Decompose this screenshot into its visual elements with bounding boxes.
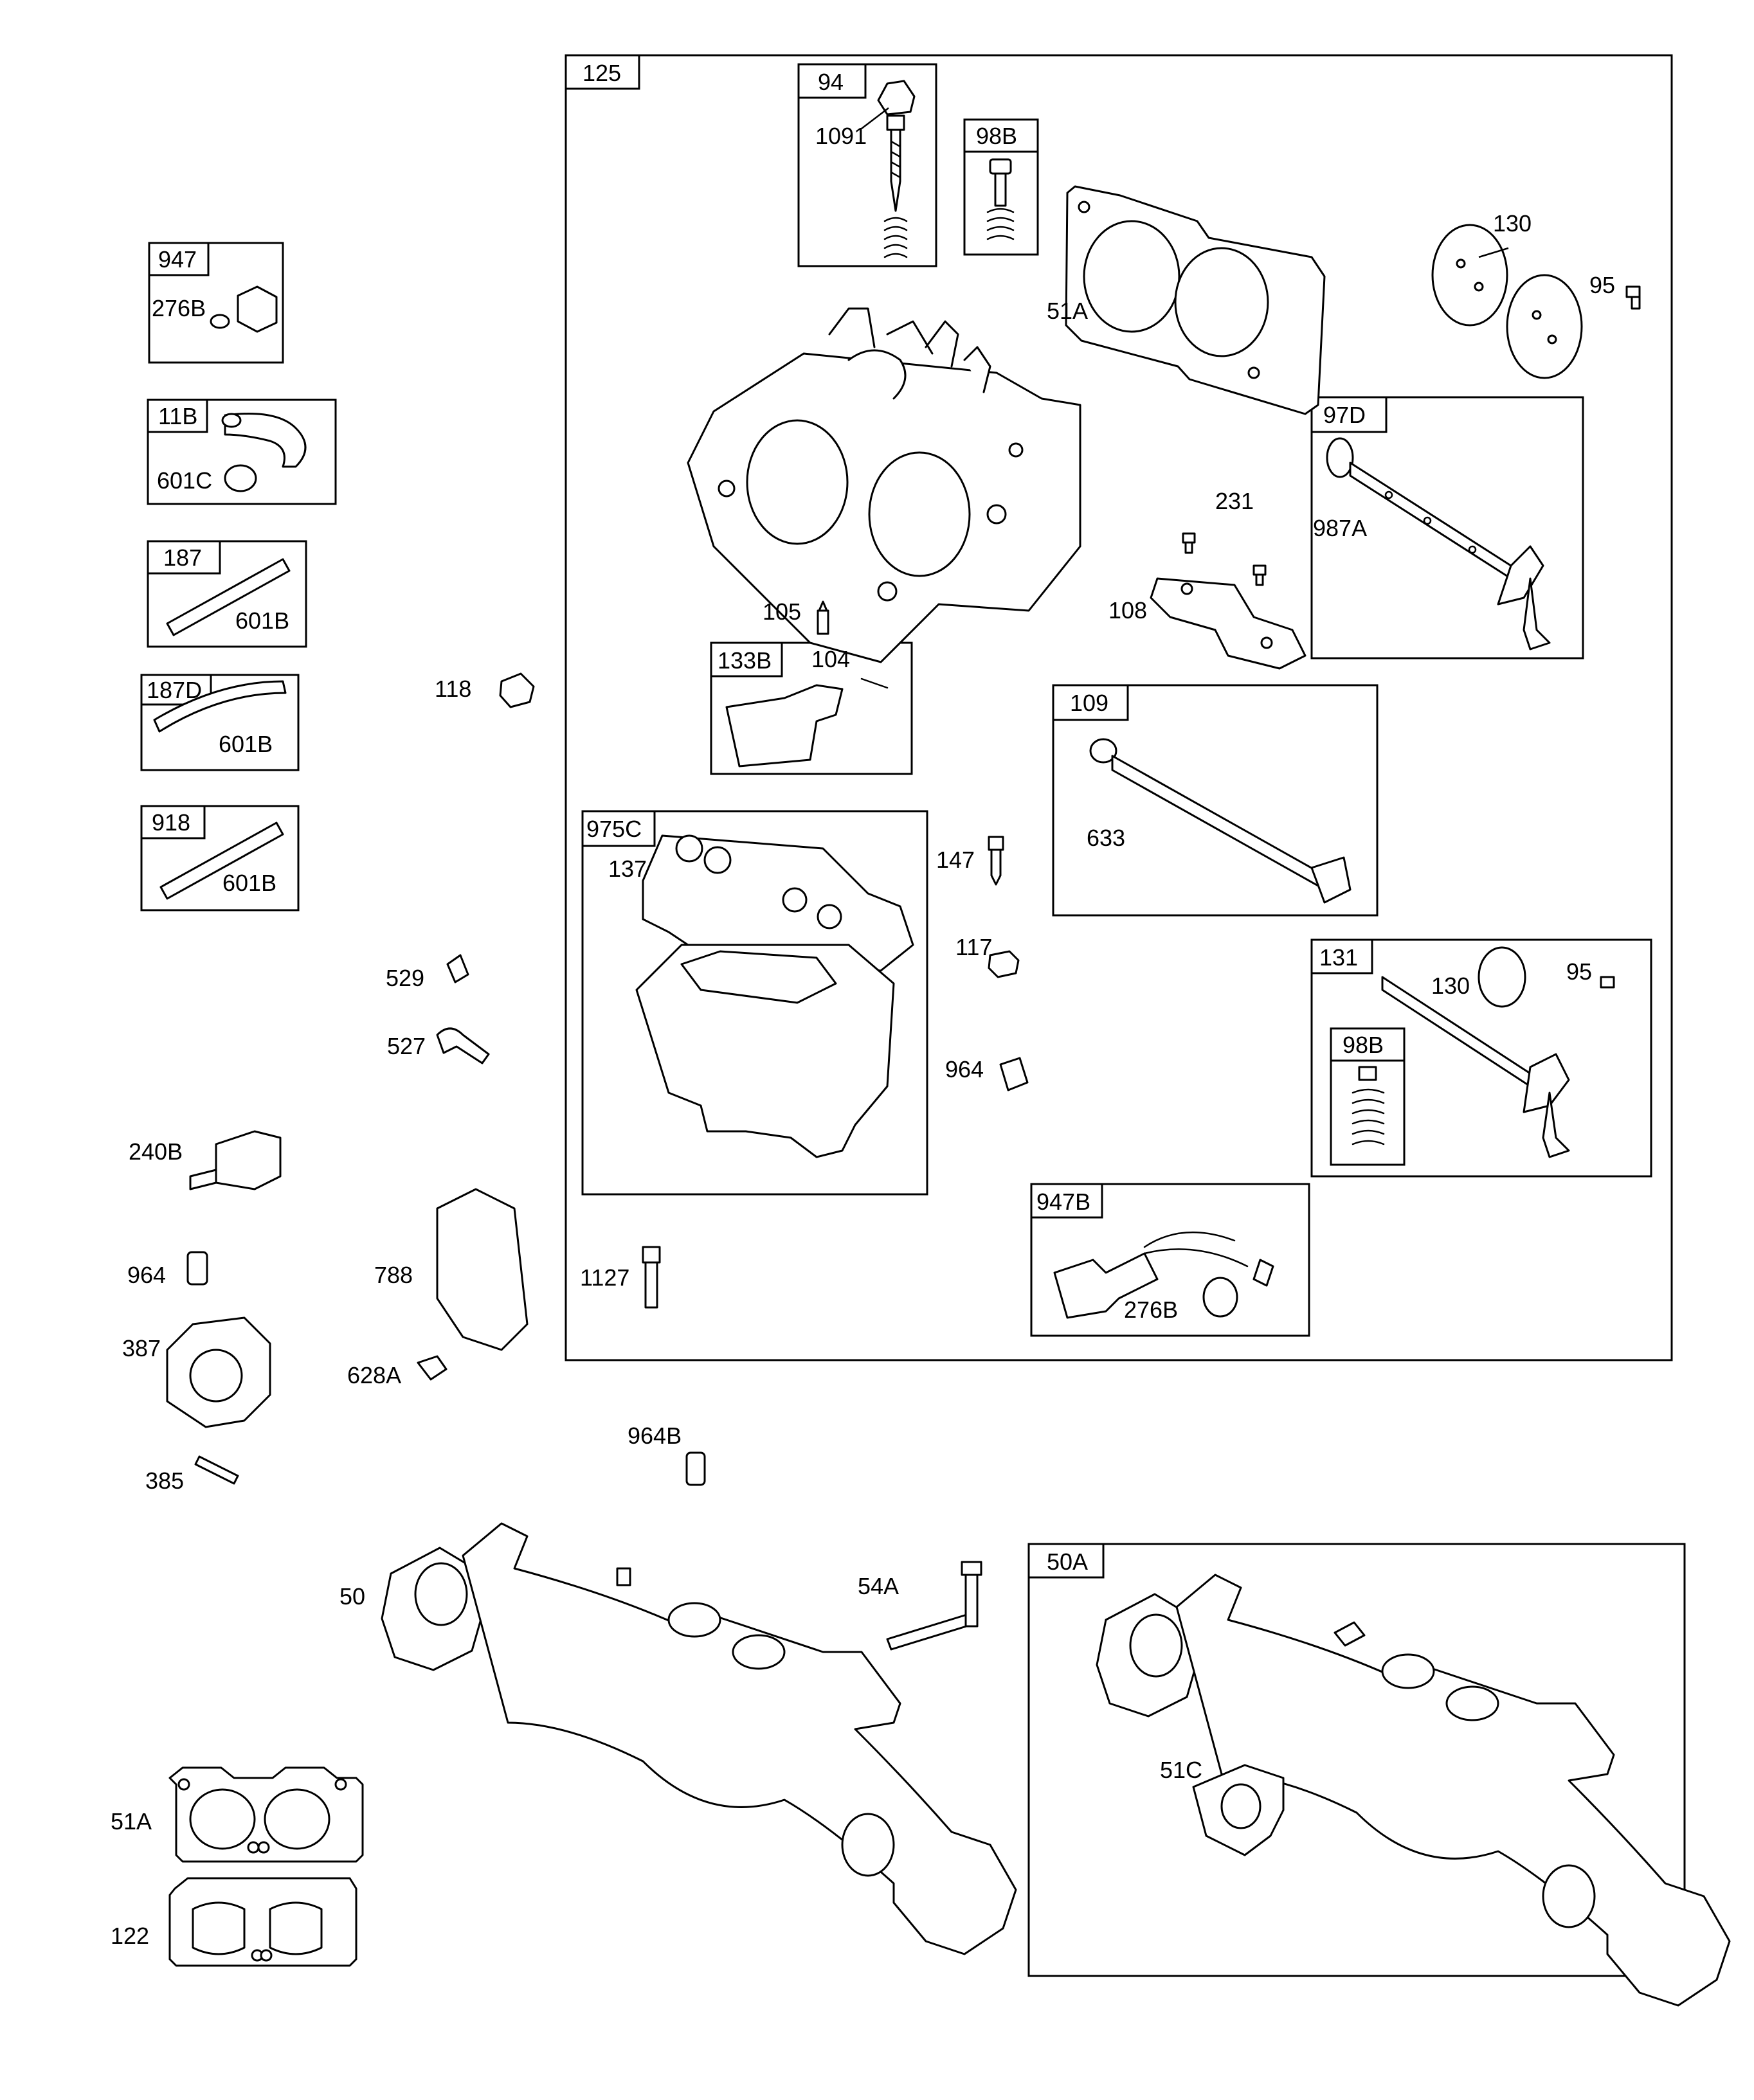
box-tag: 98B xyxy=(1343,1032,1384,1058)
box-98b-inner: 98B xyxy=(1330,1027,1406,1166)
callout-label: 964 xyxy=(945,1056,984,1082)
gasket-51a-bottom-drawing xyxy=(168,1766,364,1863)
callout-label: 601B xyxy=(235,607,289,634)
intake-manifold-50-drawing xyxy=(381,1522,1017,1955)
box-98b-top: 98B xyxy=(963,118,1039,256)
box-tag: 947 xyxy=(158,246,197,273)
box-tag: 131 xyxy=(1319,944,1358,971)
box-50a: 50A xyxy=(1027,1543,1686,1977)
box-tag: 98B xyxy=(976,123,1017,149)
callout-label: 54A xyxy=(858,1573,899,1599)
callout-label: 51A xyxy=(1047,298,1088,324)
callout-label: 276B xyxy=(152,295,206,321)
callout-label: 147 xyxy=(936,847,975,873)
callout-label: 130 xyxy=(1493,210,1532,237)
callout-label: 964 xyxy=(127,1262,166,1288)
box-97d: 97D xyxy=(1310,396,1584,660)
callout-label: 240B xyxy=(129,1138,183,1165)
callout-label: 137 xyxy=(608,856,647,882)
box-131: 131 xyxy=(1310,938,1652,1178)
callout-label: 1091 xyxy=(815,123,867,149)
gasket-122-drawing xyxy=(168,1877,357,1967)
box-187d: 187D xyxy=(140,674,300,771)
callout-label: 1127 xyxy=(580,1264,629,1291)
intake-manifold-50a-drawing xyxy=(1096,1574,1731,2007)
bracket-108-drawing xyxy=(1150,532,1306,670)
throttle-plate-top-drawing xyxy=(1431,224,1641,379)
callout-label: 628A xyxy=(347,1362,401,1388)
box-947b: 947B xyxy=(1030,1183,1310,1337)
plug-118-drawing xyxy=(499,672,535,708)
box-tag: 94 xyxy=(818,69,844,95)
callout-label: 788 xyxy=(374,1262,413,1288)
callout-label: 601B xyxy=(222,870,276,896)
box-947: 947 xyxy=(148,242,284,364)
box-tag: 97D xyxy=(1323,402,1366,428)
mixture-screw-drawing xyxy=(861,80,916,258)
sensor-947b-drawing xyxy=(1053,1231,1274,1319)
box-tag: 918 xyxy=(152,809,190,836)
throttle-shaft-131-drawing xyxy=(1352,946,1615,1158)
box-tag: 187 xyxy=(163,544,202,571)
box-94: 94 xyxy=(797,63,937,267)
callout-label: 118 xyxy=(435,676,471,702)
callout-label: 108 xyxy=(1108,597,1147,624)
carburetor-body-drawing xyxy=(687,307,1081,663)
callout-label: 95 xyxy=(1589,272,1615,298)
box-125: 125 xyxy=(565,54,1673,1361)
callout-label: 51C xyxy=(1160,1757,1202,1783)
box-tag: 50A xyxy=(1047,1548,1088,1575)
callout-label: 529 xyxy=(386,965,424,991)
box-tag: 947B xyxy=(1036,1189,1090,1215)
callout-label: 633 xyxy=(1087,825,1125,851)
callout-label: 231 xyxy=(1215,488,1254,514)
box-tag: 125 xyxy=(583,60,621,86)
box-975c: 975C xyxy=(581,810,928,1196)
box-tag: 11B xyxy=(158,403,197,429)
small-parts-drawing xyxy=(642,836,1029,1309)
bowl-975c-drawing xyxy=(635,834,914,1158)
callout-label: 104 xyxy=(811,646,850,672)
callout-label: 122 xyxy=(111,1923,149,1949)
callout-label: 117 xyxy=(955,934,992,960)
callout-label: 95 xyxy=(1566,958,1592,985)
spring-screw-top-drawing xyxy=(986,158,1015,240)
callout-label: 987A xyxy=(1313,515,1367,541)
box-tag: 187D xyxy=(147,677,202,703)
float-parts-drawing xyxy=(725,600,889,767)
box-tag: 133B xyxy=(718,647,772,674)
callout-label: 51A xyxy=(111,1808,152,1835)
box-11b: 11B xyxy=(147,399,337,505)
box-187: 187 xyxy=(147,540,307,648)
callout-label: 276B xyxy=(1124,1297,1178,1323)
box-tag: 975C xyxy=(586,816,642,842)
throttle-shaft-97d-drawing xyxy=(1326,437,1551,651)
callout-label: 105 xyxy=(763,598,801,625)
callout-label: 385 xyxy=(145,1467,184,1494)
box-133b: 133B xyxy=(710,642,913,775)
box-tag: 109 xyxy=(1070,690,1108,716)
callout-labels: 1091 276B 601C 601B 601B 601B 118 529 52… xyxy=(111,123,1615,1949)
callout-label: 50 xyxy=(339,1583,365,1610)
gasket-51a-top-drawing xyxy=(1065,185,1326,415)
box-109: 109 xyxy=(1052,684,1379,917)
box-918: 918 xyxy=(140,805,300,911)
callout-label: 601B xyxy=(219,731,273,757)
callout-label: 601C xyxy=(157,467,212,494)
choke-shaft-109-drawing xyxy=(1089,738,1352,904)
left-parts-drawing xyxy=(153,285,529,1485)
callout-label: 527 xyxy=(387,1033,426,1059)
pins-drawing xyxy=(685,1451,982,1651)
callout-label: 964B xyxy=(628,1422,682,1449)
callout-label: 130 xyxy=(1431,973,1470,999)
callout-label: 387 xyxy=(122,1335,161,1361)
